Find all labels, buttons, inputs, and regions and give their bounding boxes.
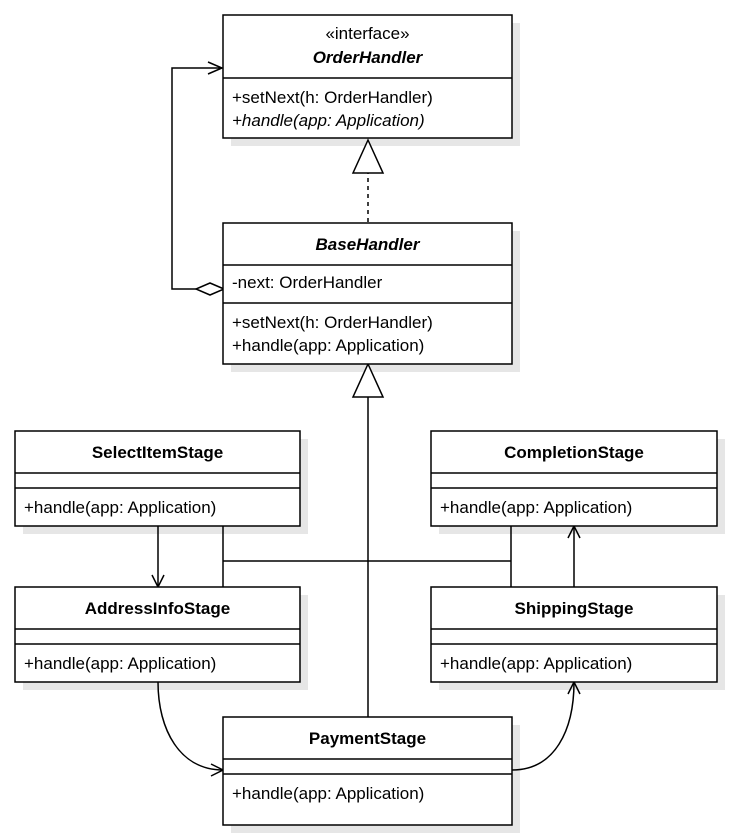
payment-stage-method-handle: +handle(app: Application) — [232, 784, 424, 803]
select-item-stage-method-handle: +handle(app: Application) — [24, 498, 216, 517]
order-handler-method-set-next: +setNext(h: OrderHandler) — [232, 88, 433, 107]
class-select-item-stage[interactable]: SelectItemStage +handle(app: Application… — [14, 430, 301, 527]
completion-stage-method-handle: +handle(app: Application) — [440, 498, 632, 517]
base-handler-method-handle: +handle(app: Application) — [232, 336, 424, 355]
shipping-stage-method-handle: +handle(app: Application) — [440, 654, 632, 673]
completion-stage-name: CompletionStage — [504, 443, 644, 462]
base-handler-attribute-next: -next: OrderHandler — [232, 273, 383, 292]
payment-stage-name: PaymentStage — [309, 729, 426, 748]
class-payment-stage[interactable]: PaymentStage +handle(app: Application) — [222, 716, 513, 826]
class-address-info-stage[interactable]: AddressInfoStage +handle(app: Applicatio… — [14, 586, 301, 683]
aggregation-line — [171, 67, 222, 290]
class-shadows — [23, 23, 725, 833]
aggregation-arrowhead — [207, 61, 224, 75]
aggregation-diamond — [194, 282, 226, 296]
shipping-stage-name: ShippingStage — [515, 599, 634, 618]
base-handler-name: BaseHandler — [316, 235, 421, 254]
order-handler-name: OrderHandler — [313, 48, 424, 67]
relationship-lines — [157, 61, 574, 771]
association-payment-to-shipping — [511, 682, 574, 771]
class-base-handler[interactable]: BaseHandler -next: OrderHandler +setNext… — [222, 222, 513, 365]
select-item-stage-name: SelectItemStage — [92, 443, 223, 462]
association-address-to-payment — [157, 681, 223, 770]
class-completion-stage[interactable]: CompletionStage +handle(app: Application… — [430, 430, 718, 527]
address-info-stage-name: AddressInfoStage — [85, 599, 230, 618]
class-order-handler[interactable]: «interface» OrderHandler +setNext(h: Ord… — [222, 14, 513, 139]
address-info-stage-method-handle: +handle(app: Application) — [24, 654, 216, 673]
order-handler-stereotype: «interface» — [325, 24, 409, 43]
realization-arrowhead — [351, 138, 385, 174]
class-shipping-stage[interactable]: ShippingStage +handle(app: Application) — [430, 586, 718, 683]
generalization-arrowhead — [351, 362, 385, 398]
base-handler-method-set-next: +setNext(h: OrderHandler) — [232, 313, 433, 332]
order-handler-method-handle: +handle(app: Application) — [232, 111, 425, 130]
